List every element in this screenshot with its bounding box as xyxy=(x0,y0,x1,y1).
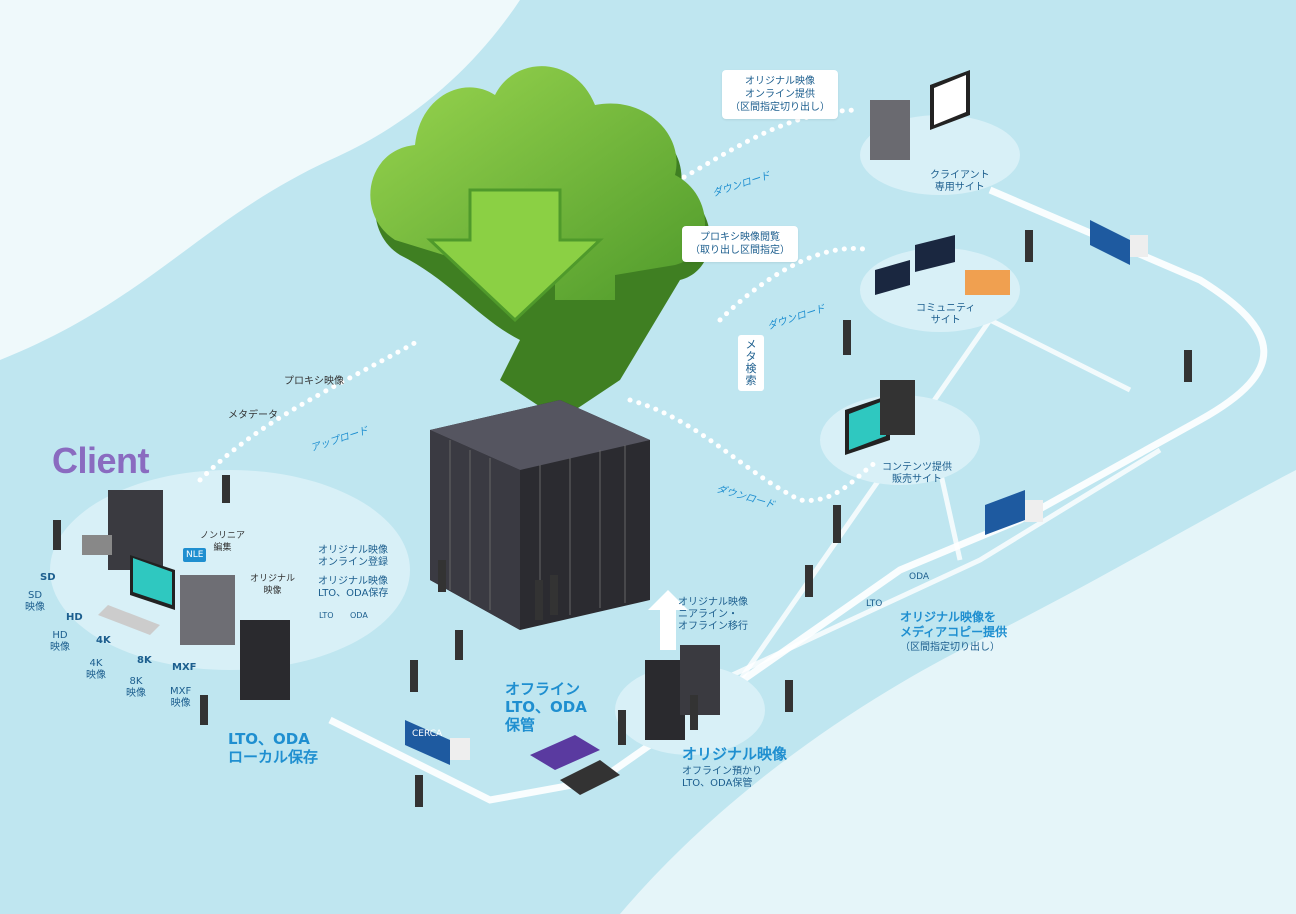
client-site-label: クライアント 専用サイト xyxy=(930,170,990,193)
bg-white-swash-bottom xyxy=(620,470,1296,914)
client-title: Client xyxy=(52,440,150,481)
oda-icon-media: ODA xyxy=(909,572,930,582)
hd-label: HD 映像 xyxy=(50,630,70,653)
datacenter-icon xyxy=(430,400,650,630)
bg-white-swash-top xyxy=(0,0,520,360)
content-sales-label: コンテンツ提供 販売サイト xyxy=(882,462,952,485)
media-copy-sub-label: （区間指定切り出し） xyxy=(900,642,1000,653)
truck-brand-label: CERCA xyxy=(412,729,443,739)
8k-label: 8K 映像 xyxy=(126,676,146,699)
4k-icon: 4K xyxy=(96,635,111,646)
community-label: コミュニティ サイト xyxy=(916,303,976,326)
lto-cartridge-icon xyxy=(530,735,600,770)
local-server-icon xyxy=(240,620,290,700)
oda-icon-client: ODA xyxy=(350,611,368,620)
original-sub-label: オフライン預かり LTO、ODA保管 xyxy=(682,766,762,789)
arrow-up-icon xyxy=(648,590,688,650)
client-workstation-icon xyxy=(82,490,235,645)
media-copy-label: オリジナル映像を メディアコピー提供 xyxy=(900,610,1008,639)
online-register-label: オリジナル映像 オンライン登録 xyxy=(318,545,388,568)
local-storage-label: LTO、ODA ローカル保存 xyxy=(228,730,319,766)
mxf-icon: MXF xyxy=(172,662,197,673)
original-online-bubble: オリジナル映像 オンライン提供 （区間指定切り出し） xyxy=(722,70,838,119)
meta-label: メタデータ xyxy=(228,410,278,421)
proxy-label: プロキシ映像 xyxy=(284,376,344,387)
oda-cartridge-icon xyxy=(560,760,620,795)
8k-icon: 8K xyxy=(137,655,152,666)
hd-icon: HD xyxy=(66,612,83,623)
offline-storage-label: オフライン LTO、ODA 保管 xyxy=(505,680,587,734)
sd-label: SD 映像 xyxy=(25,590,45,613)
mxf-label: MXF 映像 xyxy=(170,686,192,709)
lto-icon-media: LTO xyxy=(866,599,883,609)
4k-label: 4K 映像 xyxy=(86,658,106,681)
proxy-browse-bubble: プロキシ映像閲覧 （取り出し区間指定） xyxy=(682,226,798,262)
people-icons xyxy=(53,230,1192,807)
nle-label: ノンリニア 編集 xyxy=(200,531,246,553)
truck-icon-1 xyxy=(405,720,470,765)
truck-icon-3 xyxy=(1090,220,1148,265)
lto-icon-client: LTO xyxy=(319,611,334,620)
truck-icon-2 xyxy=(985,490,1043,535)
sd-icon: SD xyxy=(40,572,56,583)
original-label: オリジナル 映像 xyxy=(250,574,296,596)
offline-servers-icon xyxy=(645,645,720,740)
nearline-label: オリジナル映像 ニアライン・ オフライン移行 xyxy=(678,597,748,632)
community-laptops-icon xyxy=(875,235,1010,295)
cloud-icon xyxy=(370,66,710,420)
lto-oda-save-label: オリジナル映像 LTO、ODA保存 xyxy=(318,576,389,599)
nle-icon: NLE xyxy=(183,548,207,562)
client-site-pc-icon xyxy=(870,70,970,160)
sales-pc-icon xyxy=(845,380,915,455)
meta-search-bubble: メタ検索 xyxy=(738,335,764,391)
original-title-label: オリジナル映像 xyxy=(682,745,788,763)
